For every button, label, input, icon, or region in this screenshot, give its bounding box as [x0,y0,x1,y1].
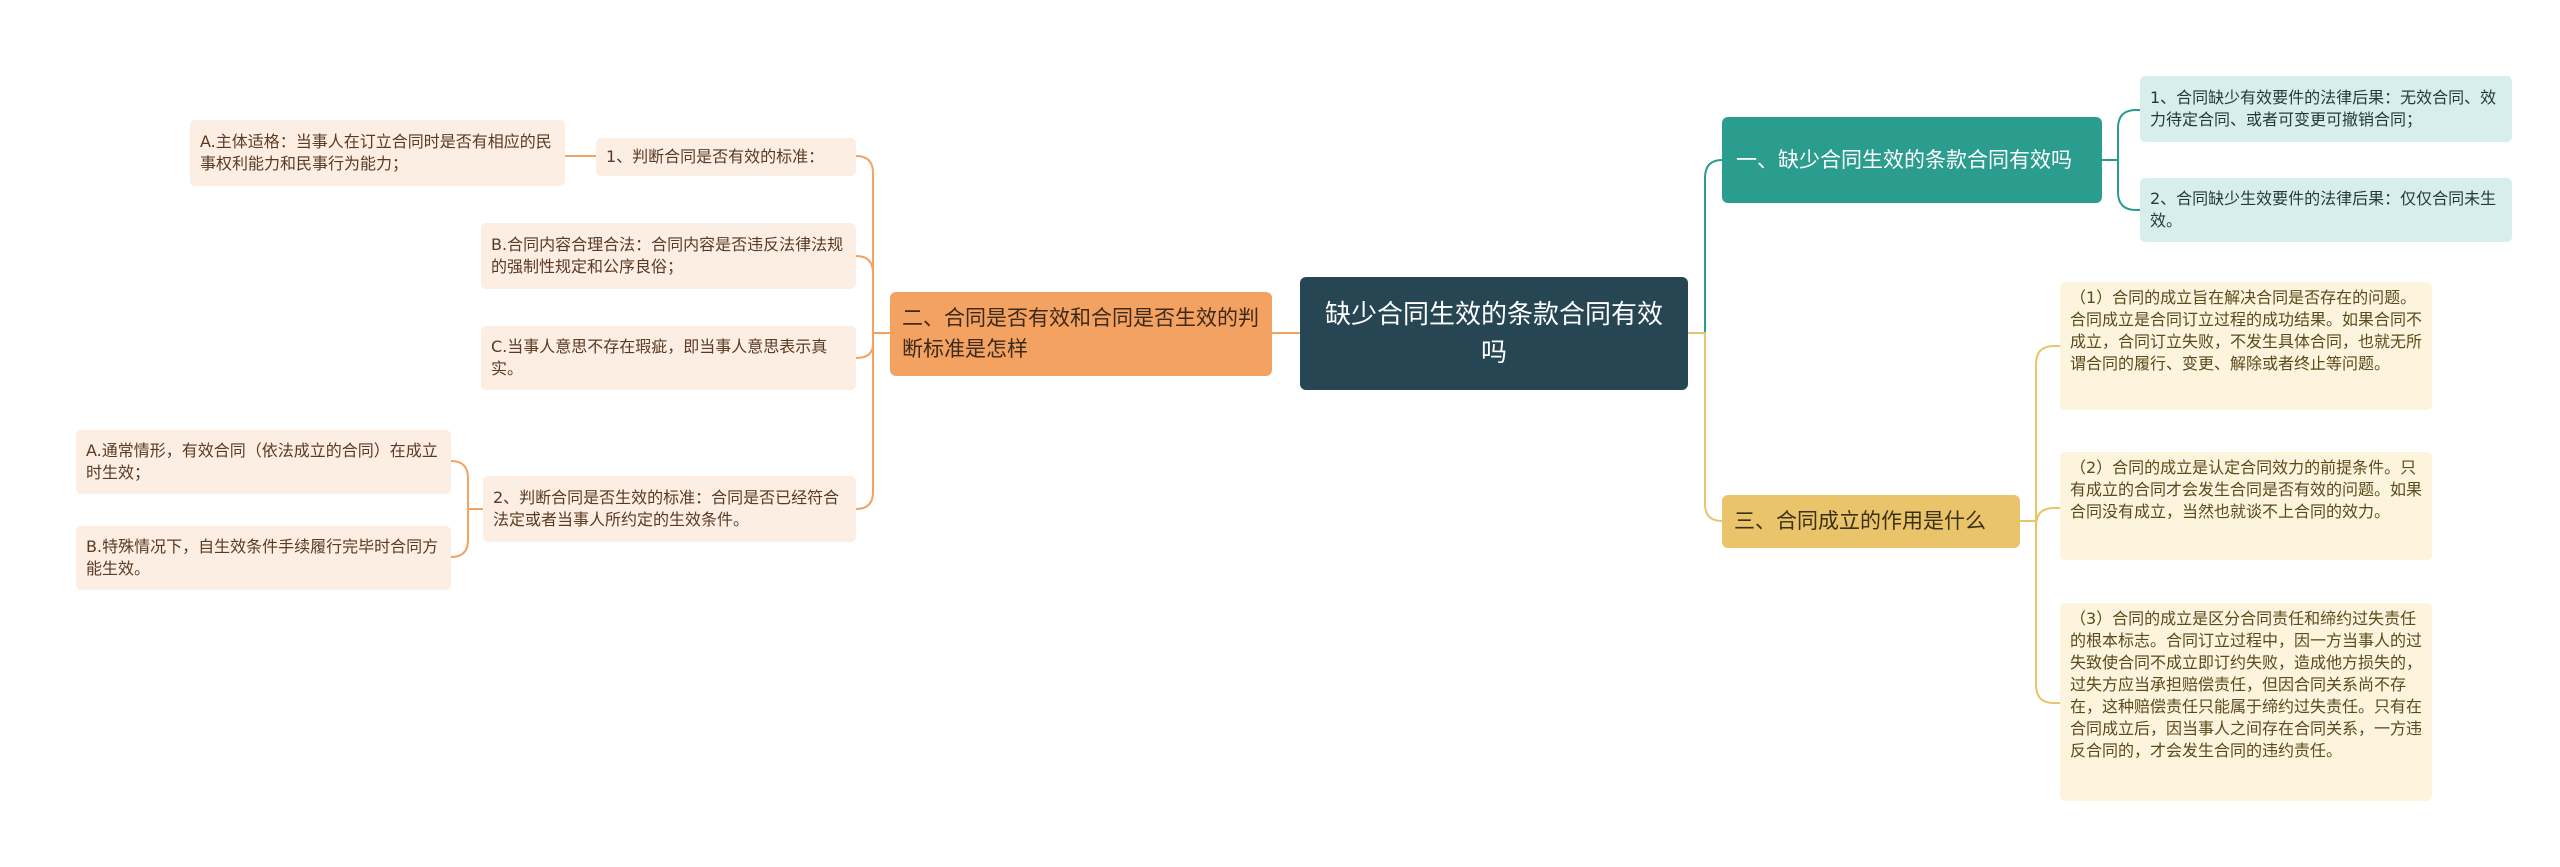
link-orange-effect [855,332,890,510]
formation-role-2[interactable]: （2）合同的成立是认定合同效力的前提条件。只有成立的合同才会发生合同是否有效的问… [2060,452,2432,560]
formation-role-3[interactable]: （3）合同的成立是区分合同责任和缔约过失责任的根本标志。合同订立过程中，因一方当… [2060,603,2432,801]
leaf-validity-consequence[interactable]: 1、合同缺少有效要件的法律后果：无效合同、效力待定合同、或者可变更可撤销合同； [2140,76,2512,142]
leaf-text: A.主体适格：当事人在订立合同时是否有相应的民事权利能力和民事行为能力； [200,132,552,173]
link-teal-leaf2 [2102,159,2140,211]
leaf-text: （2）合同的成立是认定合同效力的前提条件。只有成立的合同才会发生合同是否有效的问… [2070,458,2423,521]
leaf-text: 1、判断合同是否有效的标准： [606,147,825,166]
criteria-genuine-intent[interactable]: C.当事人意思不存在瑕疵，即当事人意思表示真实。 [481,326,856,390]
leaf-text: （3）合同的成立是区分合同责任和缔约过失责任的根本标志。合同订立过程中，因一方当… [2070,609,2423,760]
link-yellow-leaf1 [2020,345,2060,522]
branch-missing-clause-label: 一、缺少合同生效的条款合同有效吗 [1736,147,2072,172]
leaf-text: 2、判断合同是否生效的标准：合同是否已经符合法定或者当事人所约定的生效条件。 [493,488,840,529]
link-teal-leaf1 [2102,109,2140,161]
link-effect-b [450,508,483,558]
link-root-yellow [1688,332,1723,522]
root-topic[interactable]: 缺少合同生效的条款合同有效吗 [1300,277,1688,390]
leaf-text: 1、合同缺少有效要件的法律后果：无效合同、效力待定合同、或者可变更可撤销合同； [2150,88,2497,129]
branch-formation-role-label: 三、合同成立的作用是什么 [1734,509,1986,533]
leaf-effect-consequence[interactable]: 2、合同缺少生效要件的法律后果：仅仅合同未生效。 [2140,178,2512,242]
leaf-text: C.当事人意思不存在瑕疵，即当事人意思表示真实。 [491,337,828,378]
criteria-validity-standard[interactable]: 1、判断合同是否有效的标准： [596,138,856,176]
link-yellow-leaf2 [2020,507,2060,527]
leaf-text: A.通常情形，有效合同（依法成立的合同）在成立时生效； [86,441,438,482]
criteria-content-legality[interactable]: B.合同内容合理合法：合同内容是否违反法律法规的强制性规定和公序良俗； [481,223,856,289]
link-effect-a [450,460,483,510]
branch-judgment-criteria-label: 二、合同是否有效和合同是否生效的判断标准是怎样 [902,306,1259,361]
link-yellow-leaf3 [2020,520,2060,704]
leaf-text: （1）合同的成立旨在解决合同是否存在的问题。合同成立是合同订立过程的成功结果。如… [2070,288,2423,373]
link-root-teal [1688,159,1723,334]
branch-judgment-criteria[interactable]: 二、合同是否有效和合同是否生效的判断标准是怎样 [890,292,1272,376]
leaf-text: B.合同内容合理合法：合同内容是否违反法律法规的强制性规定和公序良俗； [491,235,844,276]
root-topic-label: 缺少合同生效的条款合同有效吗 [1324,299,1663,368]
link-orange-criteria [855,155,890,334]
effect-special-case[interactable]: B.特殊情况下，自生效条件手续履行完毕时合同方能生效。 [76,526,451,590]
leaf-text: B.特殊情况下，自生效条件手续履行完毕时合同方能生效。 [86,537,439,578]
branch-missing-clause[interactable]: 一、缺少合同生效的条款合同有效吗 [1722,117,2102,203]
criteria-effect-standard[interactable]: 2、判断合同是否生效的标准：合同是否已经符合法定或者当事人所约定的生效条件。 [483,476,856,542]
leaf-text: 2、合同缺少生效要件的法律后果：仅仅合同未生效。 [2150,189,2497,230]
formation-role-1[interactable]: （1）合同的成立旨在解决合同是否存在的问题。合同成立是合同订立过程的成功结果。如… [2060,282,2432,410]
branch-formation-role[interactable]: 三、合同成立的作用是什么 [1722,495,2020,548]
criteria-subject-eligibility[interactable]: A.主体适格：当事人在订立合同时是否有相应的民事权利能力和民事行为能力； [190,120,565,186]
effect-normal-case[interactable]: A.通常情形，有效合同（依法成立的合同）在成立时生效； [76,430,451,494]
link-orange-content [855,255,890,334]
